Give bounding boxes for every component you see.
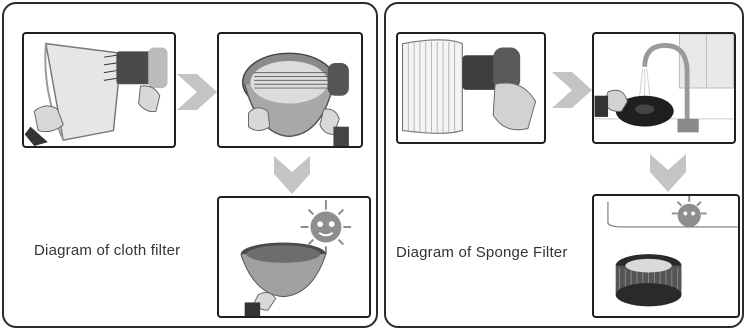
cloth-filter-panel: Diagram of cloth filter: [2, 2, 378, 328]
arrow-down-icon: [274, 156, 310, 194]
step-rinse-filter: [592, 32, 736, 144]
step-brush-cloth-exterior: [22, 32, 176, 148]
step-brush-pleated-filter: [396, 32, 546, 144]
step-dry-sponge-filter: [592, 194, 740, 318]
arrow-down-icon: [650, 154, 686, 192]
arrow-right-icon: [552, 72, 592, 108]
cylindrical-filter: [616, 254, 682, 306]
sun-icon: [672, 196, 707, 227]
sponge-filter-panel: Diagram of Sponge Filter: [384, 2, 744, 328]
pleated-filter: [403, 40, 463, 134]
cloth-filter-bowl: [241, 242, 326, 296]
step-dry-cloth-filter: [217, 196, 371, 318]
step-brush-cloth-interior: [217, 32, 363, 148]
hand-icon: [245, 293, 276, 316]
hand-icon: [493, 83, 535, 130]
cloth-filter-caption: Diagram of cloth filter: [34, 242, 180, 259]
arrow-right-icon: [177, 74, 217, 110]
sponge-filter-caption: Diagram of Sponge Filter: [396, 244, 568, 261]
windowsill-line: [608, 202, 738, 227]
